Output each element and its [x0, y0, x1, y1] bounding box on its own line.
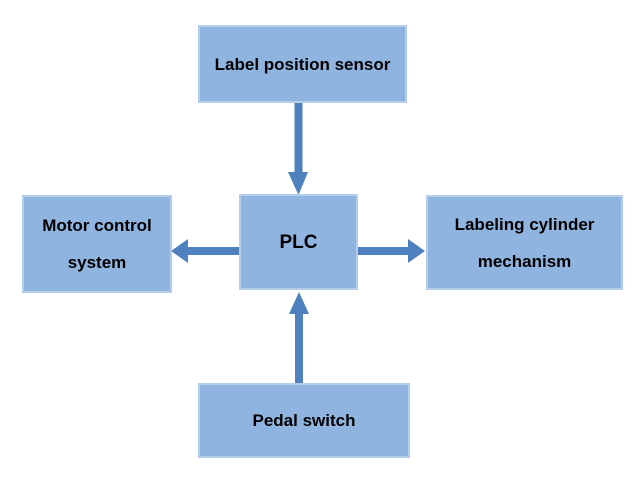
- node-label: Label position sensor: [214, 54, 391, 74]
- node-labeling-cylinder-mechanism: Labeling cylinder mechanism: [426, 195, 623, 290]
- node-pedal-switch: Pedal switch: [198, 383, 410, 458]
- arrow-sensor-to-plc: [288, 100, 308, 195]
- arrow-plc-to-cylinder: [357, 239, 425, 263]
- node-plc: PLC: [239, 194, 358, 290]
- node-label: Motor control system: [42, 216, 152, 272]
- arrow-plc-to-motor: [171, 239, 240, 263]
- node-label: Labeling cylinder mechanism: [454, 214, 595, 271]
- node-label: Pedal switch: [252, 411, 356, 430]
- arrow-pedal-to-plc: [289, 292, 309, 383]
- node-label-position-sensor: Label position sensor: [198, 25, 407, 103]
- node-label: PLC: [279, 231, 318, 253]
- node-motor-control-system: Motor control system: [22, 195, 172, 293]
